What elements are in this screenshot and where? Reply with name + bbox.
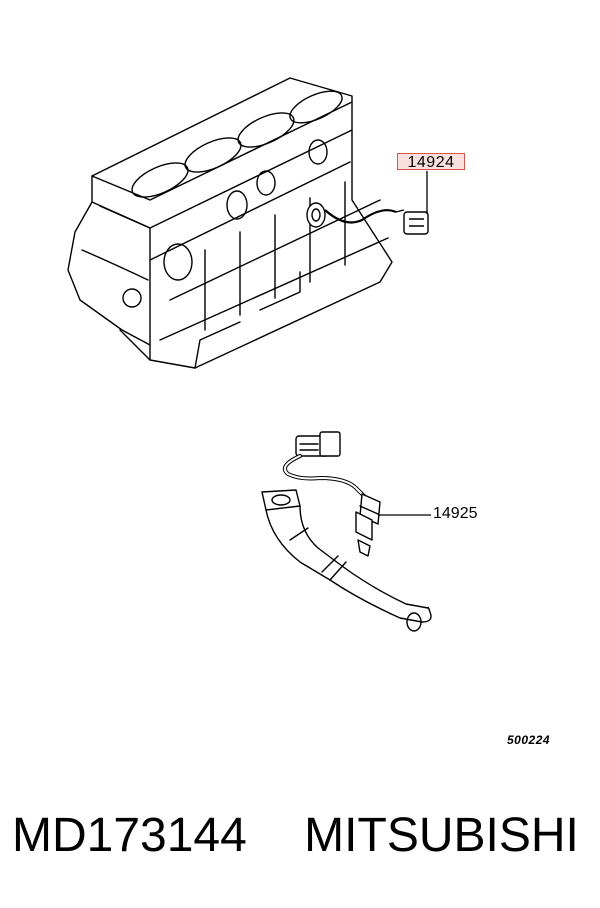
- leader-lines: [378, 171, 431, 516]
- engine-block-drawing: [67, 77, 393, 369]
- callout-14924[interactable]: 14924: [397, 153, 465, 171]
- part-number: MD173144: [12, 809, 247, 862]
- oxygen-sensor-drawing: [283, 431, 381, 557]
- drawing-number: 500224: [507, 733, 551, 747]
- brand-name: MITSUBISHI: [304, 809, 579, 862]
- caption: MD173144 MITSUBISHI: [12, 806, 579, 866]
- knock-sensor-drawing: [306, 202, 429, 235]
- exhaust-pipe-drawing: [261, 489, 432, 632]
- callout-14925[interactable]: 14925: [433, 505, 478, 522]
